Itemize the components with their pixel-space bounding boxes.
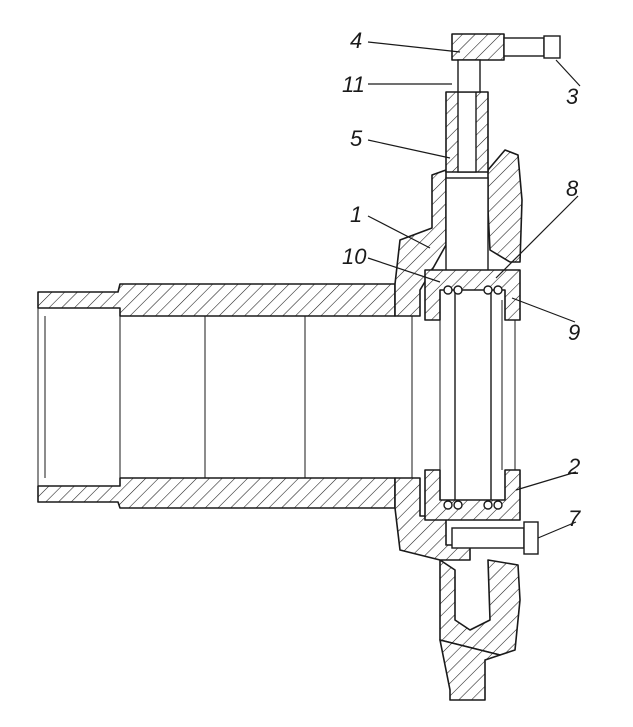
kingpin xyxy=(439,177,516,516)
tube-bore xyxy=(37,308,413,486)
lower-bearing xyxy=(424,469,521,521)
bolt xyxy=(451,521,539,555)
callout-1: 1 xyxy=(350,202,362,227)
callout-8: 8 xyxy=(566,176,579,201)
callout-4: 4 xyxy=(350,28,362,53)
callout-9: 9 xyxy=(568,320,580,345)
callout-7: 7 xyxy=(568,506,581,531)
callout-11: 11 xyxy=(342,72,365,97)
callout-2: 2 xyxy=(567,454,580,479)
leader-lines xyxy=(367,41,581,539)
upper-bearing xyxy=(424,269,521,321)
callout-5: 5 xyxy=(350,126,363,151)
grease-fitting xyxy=(445,33,561,173)
callout-10: 10 xyxy=(342,244,367,269)
callout-labels: 4 11 3 5 8 1 10 9 2 7 xyxy=(342,28,581,531)
callout-3: 3 xyxy=(566,84,579,109)
